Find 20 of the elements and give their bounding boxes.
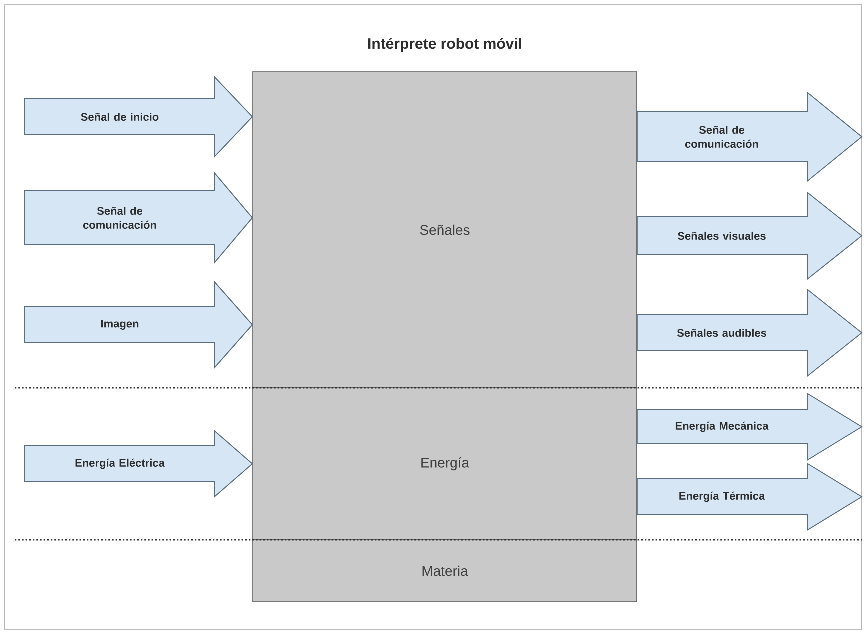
edge-label: Señales audibles: [677, 328, 766, 338]
block-arrow: [636, 463, 863, 531]
edge-label: Energía Eléctrica: [76, 458, 165, 470]
edge-label: Señal de comunicación: [685, 126, 758, 148]
edge-label: Imagen: [101, 320, 139, 330]
block-arrow: [24, 172, 254, 264]
block-arrow: [636, 288, 863, 378]
title: Intérprete robot móvil: [368, 38, 522, 52]
edge-label: Energía Térmica: [680, 492, 766, 502]
edge-label: Señales visuales: [678, 232, 766, 240]
block-arrow: [24, 430, 254, 498]
block-arrow: [24, 76, 254, 158]
block-section: Materia: [252, 540, 638, 602]
edge-label: Señal de comunicación: [83, 206, 156, 230]
block-arrow: [636, 192, 863, 280]
block-arrow: [636, 393, 863, 461]
edge-label: Señal de inicio: [81, 112, 159, 122]
block-arrow: [636, 92, 863, 182]
block-arrow: [24, 280, 254, 370]
edge-label: Energía Mecánica: [676, 422, 769, 432]
